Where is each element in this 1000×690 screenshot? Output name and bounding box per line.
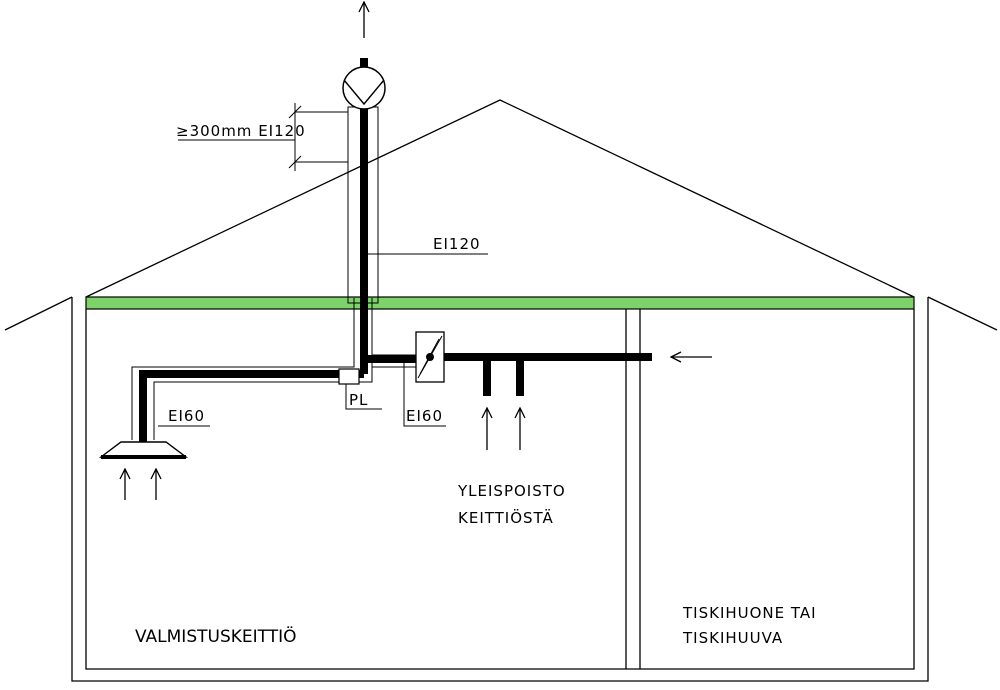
exhaust-duct	[139, 58, 652, 442]
duct-rating-label: EI120	[433, 235, 481, 253]
leader-lines	[158, 139, 488, 427]
ceiling-insulation	[85, 296, 915, 310]
clearance-dimension	[288, 103, 348, 171]
kitchen-hood-icon	[98, 441, 189, 459]
airflow-arrows	[125, 2, 712, 500]
damper-pl-label: PL	[349, 391, 368, 409]
fire-damper-icon	[415, 331, 445, 383]
exhaust-fan-icon	[342, 66, 386, 110]
branch-duct-rating-label: EI60	[406, 407, 443, 425]
general-exhaust-label-line1: YLEISPOISTO	[457, 482, 566, 500]
general-exhaust-label-line2: KEITTIÖSTÄ	[458, 508, 554, 527]
clearance-label: ≥300mm EI120	[176, 122, 306, 140]
roof	[4, 99, 998, 331]
duct-casing	[131, 106, 416, 440]
dish-room-label-line1: TISKIHUONE TAI	[682, 604, 817, 622]
pl-damper-box	[338, 368, 360, 385]
dish-room-label-line2: TISKIHUUVA	[682, 629, 783, 647]
hood-duct-rating-label: EI60	[168, 407, 205, 425]
prep-kitchen-label: VALMISTUSKEITTIÖ	[135, 625, 297, 647]
building-walls	[71, 297, 929, 682]
